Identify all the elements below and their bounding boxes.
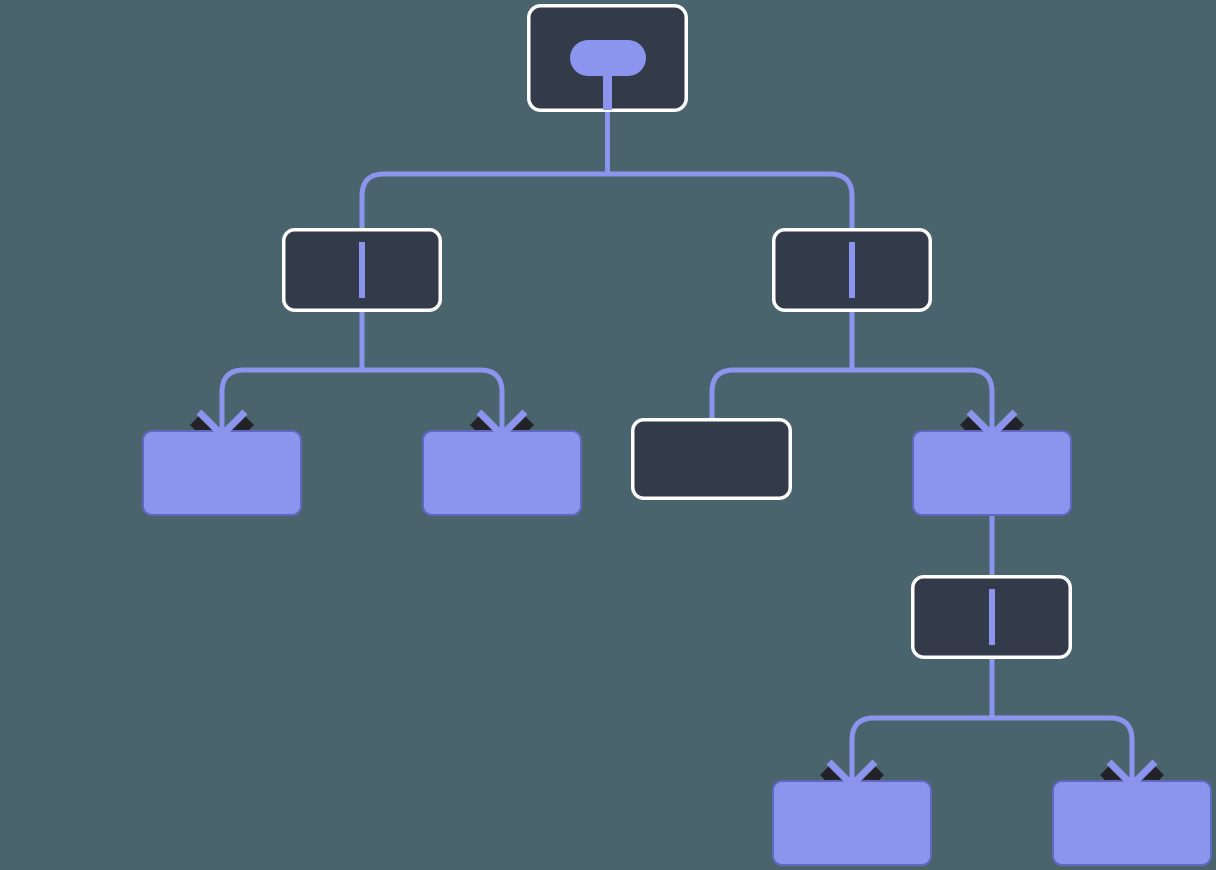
edge-lower-branch-to-leaf-4[interactable] (992, 715, 1135, 780)
node-root-pill-glyph (570, 40, 646, 76)
node-empty-dark[interactable] (631, 418, 792, 500)
node-branch-right[interactable] (772, 228, 932, 312)
edge-lower-branch-to-leaf-3[interactable] (849, 715, 992, 780)
node-branch-lower[interactable] (911, 575, 1072, 659)
edge-right-branch-to-empty-node[interactable] (709, 367, 852, 420)
node-leaf-1[interactable] (142, 430, 302, 516)
node-root[interactable] (527, 4, 688, 112)
node-branch-left[interactable] (282, 228, 442, 312)
edge-right-branch-to-purple-branch[interactable] (852, 367, 995, 430)
node-branch-purple[interactable] (912, 430, 1072, 516)
node-leaf-2[interactable] (422, 430, 582, 516)
edge-root-to-left-branch[interactable] (359, 171, 608, 240)
edge-left-branch-to-leaf-1[interactable] (219, 367, 362, 430)
node-layer (142, 4, 1212, 866)
node-leaf-4[interactable] (1052, 780, 1212, 866)
arrow-stem-overlay-layer (219, 392, 1135, 788)
node-leaf-3[interactable] (772, 780, 932, 866)
edge-left-branch-to-leaf-2[interactable] (362, 367, 505, 430)
edge-root-to-right-branch[interactable] (607, 171, 855, 240)
